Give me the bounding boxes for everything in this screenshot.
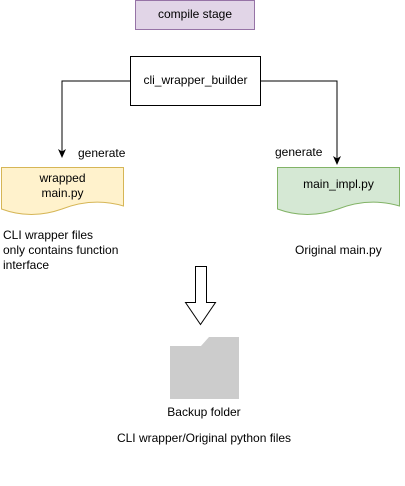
edge-builder-to-impl [260, 80, 341, 165]
wrapped-note-line2: only contains function [3, 243, 119, 257]
compile-stage-box [135, 0, 255, 30]
wrapped-note-line3: interface [3, 258, 50, 272]
edge-builder-to-wrapped [58, 80, 131, 158]
edge-label-generate-right: generate [275, 145, 323, 159]
compile-stage-label: compile stage [157, 7, 233, 21]
wrapped-doc-label-line2: main.py [41, 186, 84, 200]
impl-note: Original main.py [295, 243, 382, 257]
backup-folder-label: Backup folder [167, 405, 241, 419]
down-arrow-icon [184, 266, 217, 326]
main-impl-doc-label: main_impl.py [303, 177, 374, 191]
edge-label-generate-left: generate [78, 146, 126, 160]
cli-wrapper-builder-label: cli_wrapper_builder [143, 73, 248, 87]
backup-note: CLI wrapper/Original python files [116, 431, 292, 445]
wrapped-doc-label-line1: wrapped [39, 171, 86, 185]
main-impl-py-document [277, 167, 400, 215]
wrapped-main-py-document [1, 167, 124, 215]
cli-wrapper-builder-box [130, 56, 261, 106]
folder-icon [170, 337, 239, 399]
wrapped-note-line1: CLI wrapper files [3, 228, 94, 242]
